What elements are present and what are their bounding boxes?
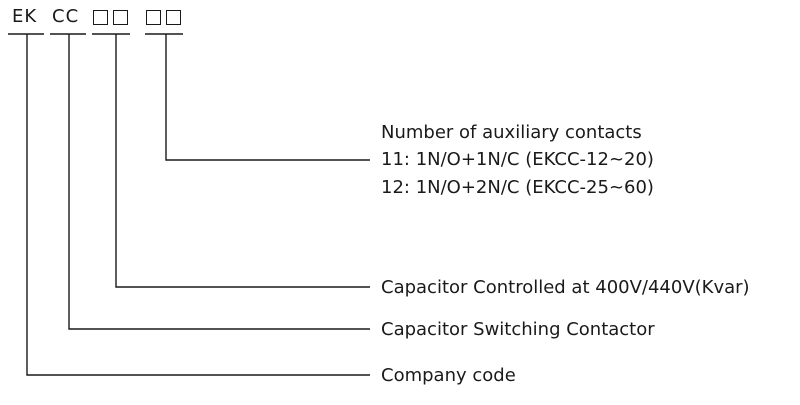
code-type-prefix: CC <box>52 6 80 27</box>
auxiliary-option-12: 12: 1N/O+2N/C (EKCC-25~60) <box>381 177 654 198</box>
code-placeholder-box-2 <box>113 10 128 25</box>
code-placeholder-box-3 <box>146 10 161 25</box>
connector-switching <box>68 34 370 330</box>
connector-rating <box>115 34 370 288</box>
switching-contactor-label: Capacitor Switching Contactor <box>381 319 655 340</box>
code-company-prefix: EK <box>12 6 38 27</box>
code-placeholder-box-1 <box>93 10 108 25</box>
code-placeholder-box-4 <box>166 10 181 25</box>
auxiliary-option-11: 11: 1N/O+1N/C (EKCC-12~20) <box>381 149 654 170</box>
connector-auxiliary <box>165 34 370 161</box>
auxiliary-title: Number of auxiliary contacts <box>381 122 642 143</box>
connector-company <box>26 34 370 376</box>
capacitor-rating-label: Capacitor Controlled at 400V/440V(Kvar) <box>381 277 750 298</box>
company-code-label: Company code <box>381 365 516 386</box>
